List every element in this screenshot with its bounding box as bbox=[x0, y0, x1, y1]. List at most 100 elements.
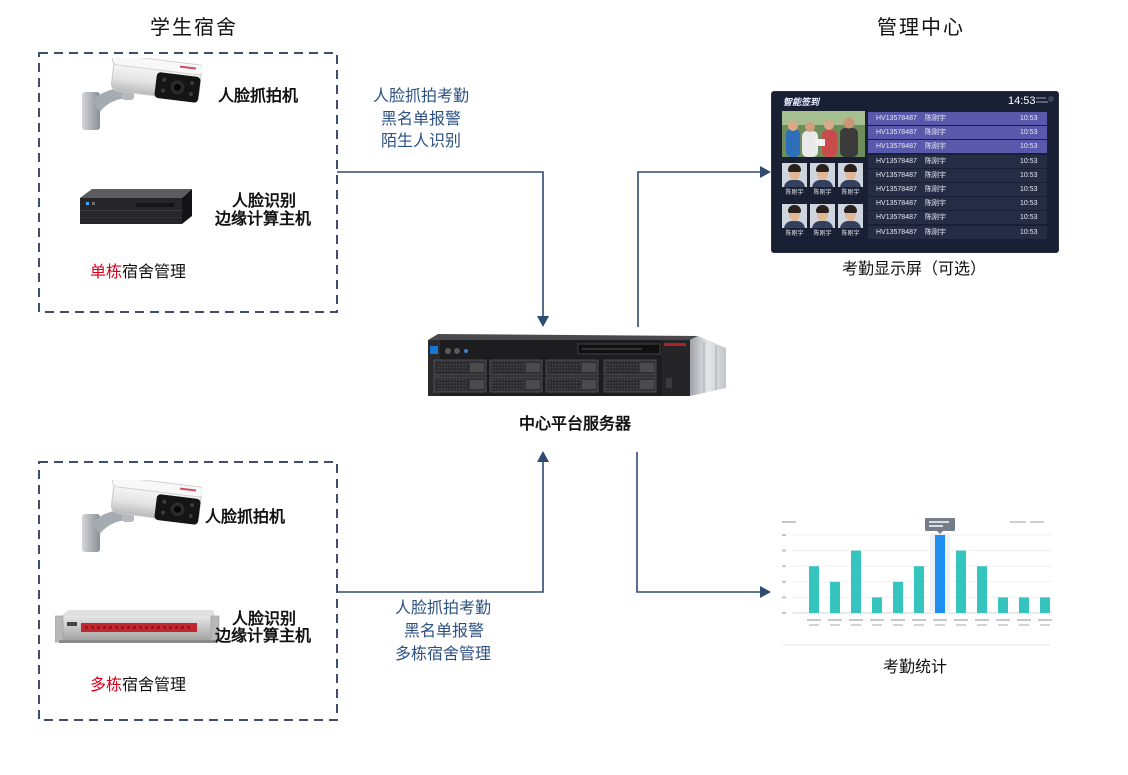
hair-shape bbox=[844, 164, 857, 172]
face-thumbnail bbox=[838, 163, 863, 187]
category-label-mark bbox=[1019, 624, 1029, 626]
thumbnail-name: 陈刚宇 bbox=[813, 190, 832, 196]
row-id: HV13578487 bbox=[876, 115, 917, 122]
face-shape bbox=[817, 167, 828, 180]
clock-detail-mark bbox=[1036, 101, 1048, 103]
row-id: HV13578487 bbox=[876, 214, 917, 222]
stats-bar bbox=[977, 566, 987, 613]
face-thumbnail bbox=[838, 204, 863, 228]
face-capture-camera-icon bbox=[82, 480, 202, 552]
category-label-mark bbox=[891, 619, 905, 621]
arrow-multi-to-server bbox=[337, 451, 549, 593]
row-id: HV13578487 bbox=[876, 200, 917, 208]
face-capture-camera-icon bbox=[82, 58, 202, 130]
attendance-row: HV13578487 陈刚宇 10:53 bbox=[868, 225, 1047, 239]
flow-multi-line-3: 多栋宿舍管理 bbox=[395, 646, 492, 663]
y-tick-mark bbox=[782, 549, 786, 552]
row-id: HV13578487 bbox=[876, 171, 917, 179]
thumbnail-name: 陈刚宇 bbox=[785, 231, 804, 237]
category-label-mark bbox=[1040, 624, 1050, 626]
y-tick-mark bbox=[782, 565, 786, 568]
category-label-mark bbox=[809, 624, 819, 626]
row-name: 陈刚宇 bbox=[925, 143, 946, 151]
row-time: 10:53 bbox=[1020, 143, 1038, 151]
category-label-mark bbox=[893, 624, 903, 626]
category-label-mark bbox=[977, 624, 987, 626]
mode-highlight: 单栋 bbox=[90, 264, 123, 281]
attendance-row: HV13578487 陈刚宇 10:53 bbox=[868, 112, 1047, 125]
dormitory-title: 学生宿舍 bbox=[150, 17, 238, 39]
shirt-shape bbox=[812, 221, 833, 228]
category-label-mark bbox=[975, 619, 989, 621]
platform-server-icon bbox=[428, 334, 726, 396]
attendance-statistics-chart bbox=[782, 518, 1052, 646]
category-label-mark bbox=[870, 619, 884, 621]
hair-shape bbox=[816, 164, 829, 172]
multi-edge-host-label-2: 边缘计算主机 bbox=[215, 628, 312, 645]
stats-bar bbox=[935, 535, 945, 613]
category-label-mark bbox=[851, 624, 861, 626]
shirt-shape bbox=[840, 180, 861, 187]
face-thumbnail bbox=[782, 163, 807, 187]
edge-computing-host-1u-icon bbox=[55, 610, 220, 643]
face-thumbnail bbox=[810, 163, 835, 187]
row-id: HV13578487 bbox=[876, 143, 917, 151]
chart-unit-mark bbox=[782, 521, 796, 523]
category-label-mark bbox=[828, 619, 842, 621]
stats-bar bbox=[1019, 597, 1029, 613]
row-name: 陈刚宇 bbox=[925, 200, 946, 208]
clock-detail-mark bbox=[1036, 97, 1046, 99]
face-shape bbox=[845, 208, 856, 221]
display-app-title: 智能签到 bbox=[783, 97, 820, 107]
statistics-caption: 考勤统计 bbox=[883, 659, 948, 676]
row-id: HV13578487 bbox=[876, 228, 917, 236]
face-shape bbox=[845, 167, 856, 180]
arrow-server-to-statistics bbox=[636, 452, 771, 598]
attendance-photo bbox=[782, 111, 865, 157]
row-id: HV13578487 bbox=[876, 186, 917, 193]
shirt-shape bbox=[784, 221, 805, 228]
category-label-mark bbox=[933, 619, 947, 621]
row-time: 10:53 bbox=[1020, 115, 1038, 122]
category-label-mark bbox=[807, 619, 821, 621]
category-label-mark bbox=[1038, 619, 1052, 621]
row-id: HV13578487 bbox=[876, 157, 917, 165]
row-time: 10:53 bbox=[1020, 228, 1038, 236]
face-shape bbox=[789, 208, 800, 221]
y-tick-mark bbox=[782, 612, 786, 614]
category-label-mark bbox=[956, 624, 966, 626]
shirt-shape bbox=[840, 221, 861, 228]
multi-building-mode-label: 多栋宿舍管理 bbox=[90, 676, 186, 696]
single-building-mode-label: 单栋宿舍管理 bbox=[90, 263, 186, 283]
attendance-row: HV13578487 陈刚宇 10:53 bbox=[868, 140, 1047, 154]
mode-highlight: 多栋 bbox=[90, 677, 123, 694]
mode-rest: 宿舍管理 bbox=[122, 264, 187, 281]
thumbnail-name: 陈刚宇 bbox=[841, 231, 860, 237]
stats-bar bbox=[851, 550, 861, 613]
category-label-mark bbox=[849, 619, 863, 621]
row-time: 10:53 bbox=[1020, 157, 1038, 165]
tooltip-pointer bbox=[937, 531, 943, 534]
row-time: 10:53 bbox=[1020, 200, 1038, 208]
row-time: 10:53 bbox=[1020, 214, 1038, 222]
category-label-mark bbox=[935, 624, 945, 626]
face-thumbnail bbox=[810, 204, 835, 228]
row-name: 陈刚宇 bbox=[925, 228, 946, 236]
management-center-title: 管理中心 bbox=[877, 17, 965, 39]
attendance-row: HV13578487 陈刚宇 10:53 bbox=[868, 197, 1047, 211]
row-name: 陈刚宇 bbox=[925, 171, 946, 179]
single-camera-label: 人脸抓拍机 bbox=[218, 88, 299, 105]
display-caption: 考勤显示屏（可选） bbox=[842, 261, 987, 278]
category-label-mark bbox=[830, 624, 840, 626]
stats-bar bbox=[872, 597, 882, 613]
row-name: 陈刚宇 bbox=[925, 129, 946, 137]
flow-single-line-2: 黑名单报警 bbox=[381, 111, 462, 128]
row-name: 陈刚宇 bbox=[925, 214, 946, 222]
circle-icon bbox=[1048, 96, 1054, 102]
category-label-mark bbox=[996, 619, 1010, 621]
row-name: 陈刚宇 bbox=[925, 115, 946, 122]
row-name: 陈刚宇 bbox=[925, 186, 946, 193]
row-name: 陈刚宇 bbox=[925, 157, 946, 165]
